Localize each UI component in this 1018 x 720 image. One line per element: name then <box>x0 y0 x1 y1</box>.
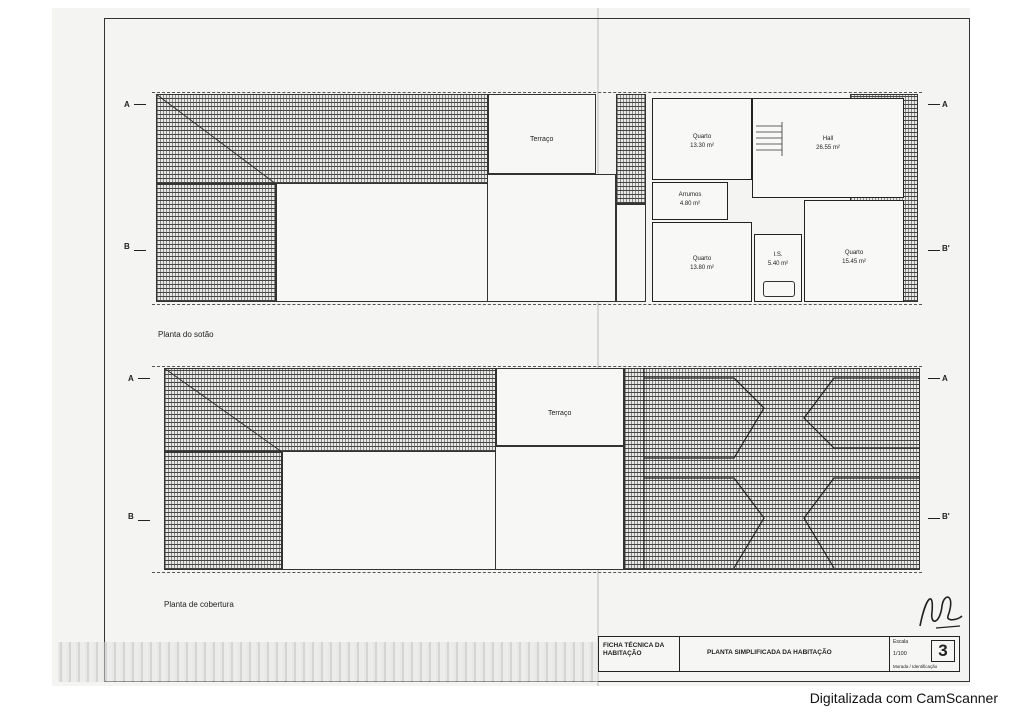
roof-hatch-left-top <box>156 94 488 184</box>
title-block-center: PLANTA SIMPLIFICADA DA HABITAÇÃO <box>707 649 832 656</box>
cover-open-area <box>282 452 496 570</box>
cover-hip-line <box>164 368 283 453</box>
cover-ridge-lines <box>643 368 920 570</box>
upper-plan-caption: Planta do sotão <box>158 330 214 339</box>
lower-mark-a-right: A <box>942 374 948 383</box>
stairs <box>756 122 783 156</box>
room-bathroom: I.S.5.40 m² <box>754 234 802 302</box>
upper-mark-a-left: A <box>124 100 130 109</box>
upper-bottom-dashline <box>152 304 922 305</box>
cover-hatch-left-top <box>164 368 496 452</box>
attic-floor-area <box>276 184 488 302</box>
title-block-scale: 1/100 <box>893 651 907 657</box>
lower-terrace-label: Terraço <box>548 410 572 417</box>
bathtub-icon <box>763 281 795 297</box>
lower-mark-b-right: B' <box>942 512 950 521</box>
cover-hatch-right-block <box>624 368 920 570</box>
upper-mark-b-right: B' <box>942 244 950 253</box>
lower-mark-a-left-tick <box>138 378 150 379</box>
roof-hatch-left-vertical <box>156 184 276 302</box>
lower-plan-caption: Planta de cobertura <box>164 600 234 609</box>
page-fold <box>597 8 599 686</box>
lower-mark-b-left: B <box>128 512 134 521</box>
lower-mark-a-left: A <box>128 374 134 383</box>
title-block-footer: Morada / Identificação <box>893 664 938 669</box>
handwritten-signature <box>919 596 963 629</box>
upper-mark-a-right: A <box>942 100 948 109</box>
lower-middle-open <box>496 446 624 570</box>
upper-top-dashline <box>152 92 922 93</box>
lower-bottom-dashline <box>152 572 922 573</box>
lower-mark-b-right-tick <box>928 518 940 519</box>
title-block-divider-1 <box>679 637 680 671</box>
upper-mark-a-left-tick <box>134 104 146 105</box>
lower-terrace <box>496 368 624 446</box>
upper-terrace <box>488 94 596 174</box>
cover-hatch-left-vertical <box>164 452 282 570</box>
lower-top-dashline <box>152 366 922 367</box>
camscanner-watermark: Digitalizada com CamScanner <box>809 690 998 706</box>
title-block-left: FICHA TÉCNICA DA HABITAÇÃO <box>603 642 665 657</box>
roof-hip-line <box>156 94 277 185</box>
upper-mark-b-left: B <box>124 242 130 251</box>
title-block-scale-label: Escala <box>893 639 909 645</box>
title-block-sheet-number: 3 <box>931 640 955 662</box>
lower-mark-a-right-tick <box>928 378 940 379</box>
upper-middle-open <box>488 174 616 302</box>
roof-hatch-stair-strip <box>616 94 646 204</box>
title-block: FICHA TÉCNICA DA HABITAÇÃO PLANTA SIMPLI… <box>598 636 960 672</box>
upper-mark-a-right-tick <box>928 104 940 105</box>
scan-noise-band <box>58 642 598 682</box>
upper-terrace-label: Terraço <box>530 136 554 143</box>
lower-mark-b-left-tick <box>138 520 150 521</box>
upper-strip-plain <box>616 204 646 302</box>
upper-mark-b-right-tick <box>928 250 940 251</box>
title-block-divider-2 <box>889 637 890 671</box>
upper-mark-b-left-tick <box>134 250 146 251</box>
